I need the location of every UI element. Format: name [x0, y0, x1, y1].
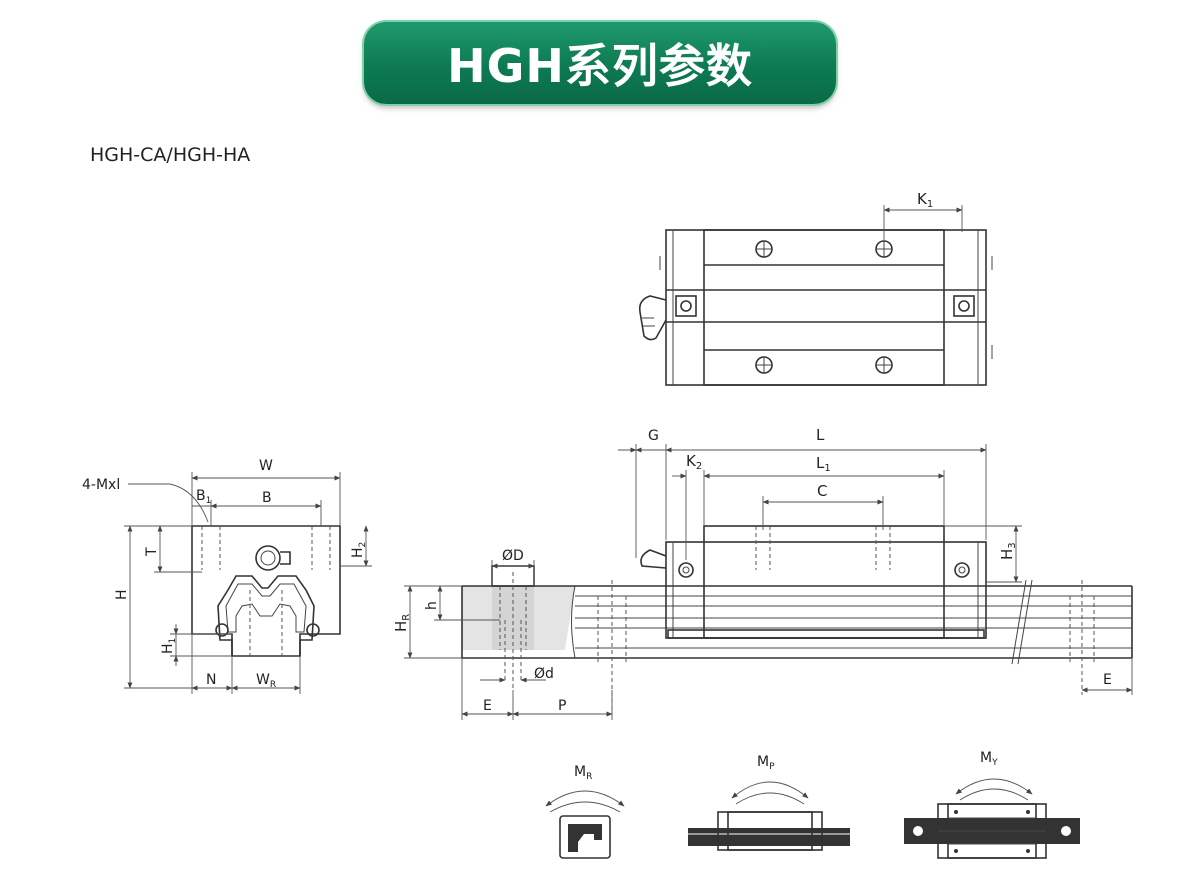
side-grease-nipple: [640, 549, 667, 569]
grease-nipple: [638, 295, 667, 341]
e-left-label: E: [483, 698, 492, 714]
title-banner: HGH系列参数: [364, 22, 836, 104]
top-view: K1: [638, 190, 993, 386]
block-side-outline: [665, 541, 987, 639]
b1-label: B1: [196, 488, 211, 506]
my-label: MY: [980, 750, 998, 768]
k1-label: K1: [917, 190, 933, 210]
l-label: L: [816, 426, 825, 444]
wr-label: WR: [256, 672, 276, 690]
mr-label: MR: [574, 764, 592, 782]
callout-4mxl: 4-Mxl: [82, 477, 120, 493]
e-right-label: E: [1103, 672, 1112, 688]
moment-mp: MP: [688, 754, 850, 851]
h-label: H: [114, 589, 130, 600]
bolt-hole: [755, 356, 773, 374]
hr-label: HR: [392, 614, 412, 632]
l1-label: L1: [816, 454, 831, 474]
h3-label: H3: [998, 542, 1018, 560]
h-small-label: h: [424, 601, 440, 610]
page-title: HGH系列参数: [447, 39, 753, 93]
moment-mr: MR: [545, 764, 625, 859]
bolt-hole: [875, 356, 893, 374]
bore-d-label: ØD: [502, 548, 524, 564]
bolt-hole: [755, 240, 773, 258]
front-view: W B B1 4-Mxl H T H2 H1 N WR: [82, 458, 372, 694]
model-subtitle: HGH-CA/HGH-HA: [90, 144, 251, 166]
block-body: [703, 229, 945, 386]
n-label: N: [206, 672, 216, 688]
t-label: T: [144, 547, 160, 557]
c-label: C: [817, 482, 827, 500]
h1-label: H1: [160, 638, 178, 654]
side-view: G L K2 L1 C H3 HR h ØD Ød E: [392, 426, 1133, 720]
p-label: P: [558, 698, 566, 714]
mp-label: MP: [757, 754, 775, 772]
moment-my: MY: [904, 750, 1080, 859]
h2-label: H2: [350, 542, 368, 558]
bolt-hole: [875, 240, 893, 258]
bore-small-d-label: Ød: [534, 666, 554, 682]
w-label: W: [259, 458, 273, 474]
g-label: G: [648, 428, 659, 444]
block-outline: [665, 229, 987, 386]
k2-label: K2: [686, 452, 702, 472]
b-label: B: [262, 490, 272, 506]
